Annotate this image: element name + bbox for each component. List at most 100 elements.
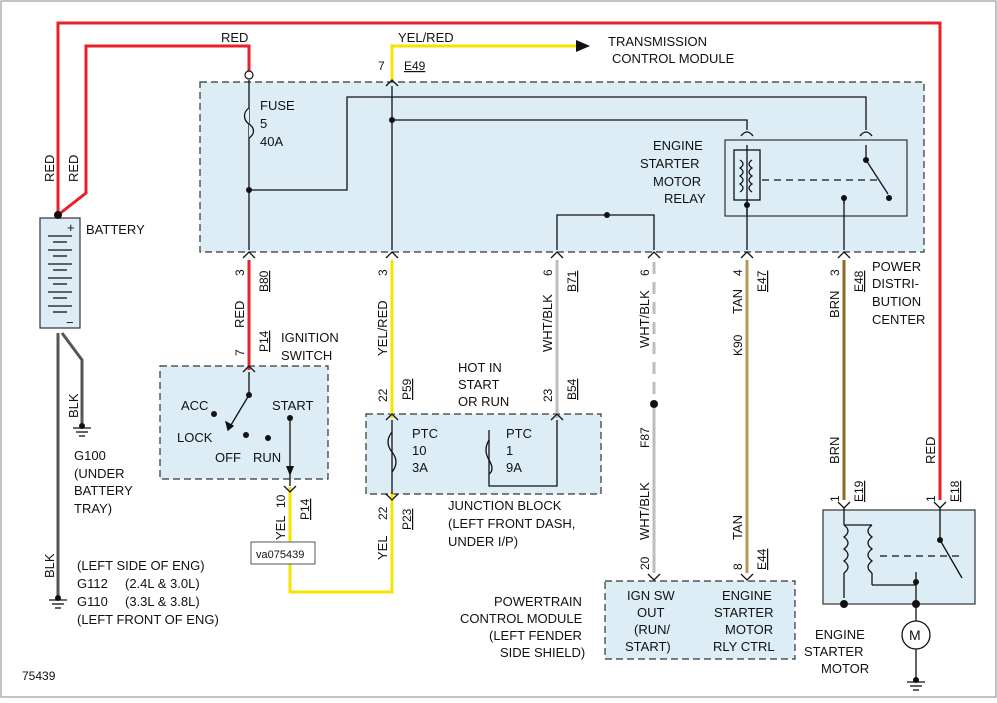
ignsw-label-1: IGN SW: [627, 588, 675, 603]
hot-label-2: START: [458, 377, 499, 392]
circuit-p59: P59: [400, 378, 414, 400]
ign-start-contact: [287, 415, 293, 421]
relay-coil-terminal: [744, 202, 750, 208]
jb-label-2: (LEFT FRONT DASH,: [448, 516, 575, 531]
red-label-left-2: RED: [66, 155, 81, 182]
pin-e19: 1: [828, 495, 842, 502]
ign-label-2: SWITCH: [281, 348, 332, 363]
motor-ground-dot: [913, 677, 919, 683]
pin-e48: 3: [828, 269, 842, 276]
circuit-p14-bottom: P14: [298, 498, 312, 520]
starter-terminal: [912, 600, 920, 608]
hot-label-1: HOT IN: [458, 360, 502, 375]
tan-label-top: TAN: [730, 289, 745, 314]
ign-start: START: [272, 398, 313, 413]
starter-motor-box: [822, 509, 976, 605]
motor-label-3: MOTOR: [821, 661, 869, 676]
pin-p59: 22: [376, 388, 390, 402]
blk-label-g100: BLK: [66, 393, 81, 418]
tan-label-bottom: TAN: [730, 515, 745, 540]
circuit-e19: E19: [852, 480, 866, 502]
circuit-b71: B71: [565, 270, 579, 292]
motor-label-1: ENGINE: [815, 627, 865, 642]
fuse-label-3: 40A: [260, 134, 283, 149]
motor-label-2: STARTER: [804, 644, 863, 659]
starter-pivot: [937, 537, 943, 543]
red-top-label: RED: [221, 30, 248, 45]
battery-minus: −: [66, 315, 74, 330]
circuit-p23: P23: [400, 508, 414, 530]
g100-label-2: (UNDER: [74, 466, 125, 481]
fuse-terminal: [244, 70, 254, 80]
ignition-switch-box: [159, 365, 329, 480]
wht-blk-label-b71: WHT/BLK: [540, 294, 555, 352]
yel-label-jb: YEL: [375, 535, 390, 560]
ptc10-label-3: 3A: [412, 460, 428, 475]
circuit-p14-top: P14: [257, 330, 271, 352]
junction-block-box: [365, 413, 602, 495]
relay-label-4: RELAY: [664, 191, 706, 206]
red-label-right: RED: [923, 437, 938, 464]
ptc1-label-2: 1: [506, 443, 513, 458]
starter-contact: [913, 579, 919, 585]
image-tag: va075439: [256, 549, 304, 561]
gnd-label-1: (LEFT SIDE OF ENG): [77, 558, 205, 573]
pin-b54: 23: [541, 388, 555, 402]
fuse-label-1: FUSE: [260, 98, 295, 113]
gnd-g112-desc: (2.4L & 3.0L): [125, 576, 200, 591]
red-label-b80: RED: [232, 301, 247, 328]
jb-label-1: JUNCTION BLOCK: [448, 498, 562, 513]
jb-label-3: UNDER I/P): [448, 534, 518, 549]
starter-ground: [840, 600, 848, 608]
fuse-label-2: 5: [260, 116, 267, 131]
wht-blk-wires: [555, 260, 656, 573]
ign-arrow-icon: [286, 466, 294, 476]
ign-run: RUN: [253, 450, 281, 465]
splice-dot: [604, 212, 610, 218]
g100-label-3: BATTERY: [74, 483, 133, 498]
pcm-label-4: SIDE SHIELD): [500, 645, 585, 660]
gnd-g110-desc: (3.3L & 3.8L): [125, 594, 200, 609]
yel-red-top-label: YEL/RED: [398, 30, 454, 45]
g112-dot: [55, 595, 61, 601]
splice-dot: [389, 117, 395, 123]
ptc10-label-1: PTC: [412, 426, 438, 441]
splice-dot: [246, 187, 252, 193]
yel-label-ign: YEL: [273, 515, 288, 540]
ign-label-1: IGNITION: [281, 330, 339, 345]
relay-contact: [841, 195, 847, 201]
pin-p23: 22: [376, 506, 390, 520]
pin-e47: 4: [731, 269, 745, 276]
relay-pivot: [863, 157, 869, 163]
ignsw-label-3: (RUN/: [634, 622, 670, 637]
circuit-e47: E47: [755, 270, 769, 292]
pin-b80: 3: [233, 269, 247, 276]
pin-p14-top: 7: [233, 349, 247, 356]
ign-run-contact: [265, 435, 271, 441]
relay-label-1: ENGINE: [653, 138, 703, 153]
red-wires: [56, 21, 942, 500]
circuit-b54: B54: [565, 378, 579, 400]
pdc-label-3: BUTION: [872, 294, 921, 309]
ign-pivot: [246, 392, 252, 398]
circuit-f87: F87: [638, 427, 652, 448]
wht-blk-label-bottom: WHT/BLK: [637, 482, 652, 540]
esm-label-2: STARTER: [714, 605, 773, 620]
motor-symbol: M: [909, 627, 921, 643]
relay-contact: [886, 195, 892, 201]
esm-label-3: MOTOR: [725, 622, 773, 637]
circuit-e48: E48: [852, 270, 866, 292]
g100-dot: [79, 423, 85, 429]
ign-acc: ACC: [181, 398, 208, 413]
ign-acc-contact: [211, 411, 217, 417]
pdc-label-1: POWER: [872, 259, 921, 274]
relay-coil-icon: [733, 145, 889, 215]
circuit-b80: B80: [257, 270, 271, 292]
relay-label-2: STARTER: [640, 156, 699, 171]
pin-e18: 1: [924, 495, 938, 502]
pin-b71: 6: [541, 269, 555, 276]
relay-box: [724, 139, 908, 217]
g100-label-4: TRAY): [74, 501, 112, 516]
